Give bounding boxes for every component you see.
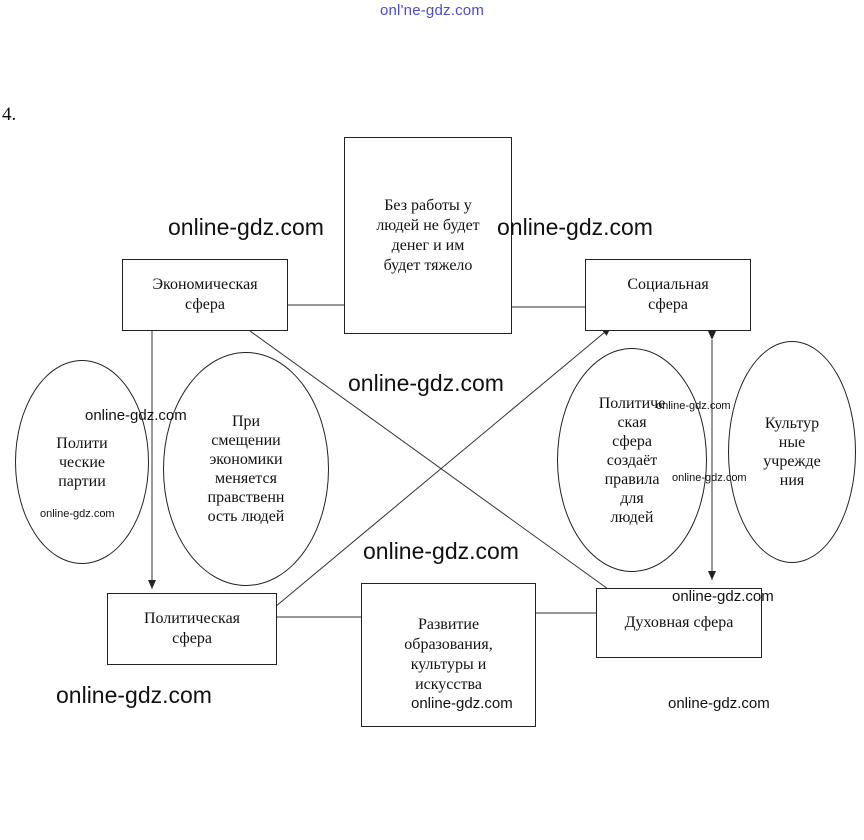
bottom-example-box: Развитие образования, культуры и искусст… bbox=[361, 583, 536, 727]
watermark-text: online-gdz.com bbox=[668, 695, 770, 712]
political-to-social-arrow bbox=[274, 326, 612, 608]
watermark-text: online-gdz.com bbox=[56, 682, 212, 708]
social-sphere-box: Социальная сфера bbox=[585, 259, 751, 331]
watermark-text: online-gdz.com bbox=[40, 508, 115, 520]
watermark-text: online-gdz.com bbox=[85, 407, 187, 424]
left-inner-ellipse: При смещении экономики меняется правстве… bbox=[163, 352, 329, 586]
spiritual-sphere-box: Духовная сфера bbox=[596, 588, 762, 658]
header-watermark: onl'ne-gdz.com bbox=[379, 2, 485, 19]
top-example-box: Без работы у людей не будет денег и им б… bbox=[344, 137, 512, 334]
economic-to-spiritual-line bbox=[249, 330, 609, 590]
watermark-text: online-gdz.com bbox=[656, 400, 731, 412]
right-outer-ellipse: Культур ные учрежде ния bbox=[728, 341, 856, 563]
watermark-text: online-gdz.com bbox=[363, 538, 519, 564]
watermark-text: online-gdz.com bbox=[411, 695, 513, 712]
watermark-text: online-gdz.com bbox=[497, 214, 653, 240]
watermark-text: online-gdz.com bbox=[168, 214, 324, 240]
economic-sphere-box: Экономическая сфера bbox=[122, 259, 288, 331]
watermark-text: online-gdz.com bbox=[348, 370, 504, 396]
left-outer-ellipse: Полити ческие партии bbox=[15, 360, 149, 564]
watermark-text: online-gdz.com bbox=[672, 472, 747, 484]
task-number: 4. bbox=[2, 104, 17, 125]
right-inner-ellipse: Политиче ская сфера создаёт правила для … bbox=[557, 348, 707, 572]
political-sphere-box: Политическая сфера bbox=[107, 593, 277, 665]
watermark-text: online-gdz.com bbox=[672, 588, 774, 605]
